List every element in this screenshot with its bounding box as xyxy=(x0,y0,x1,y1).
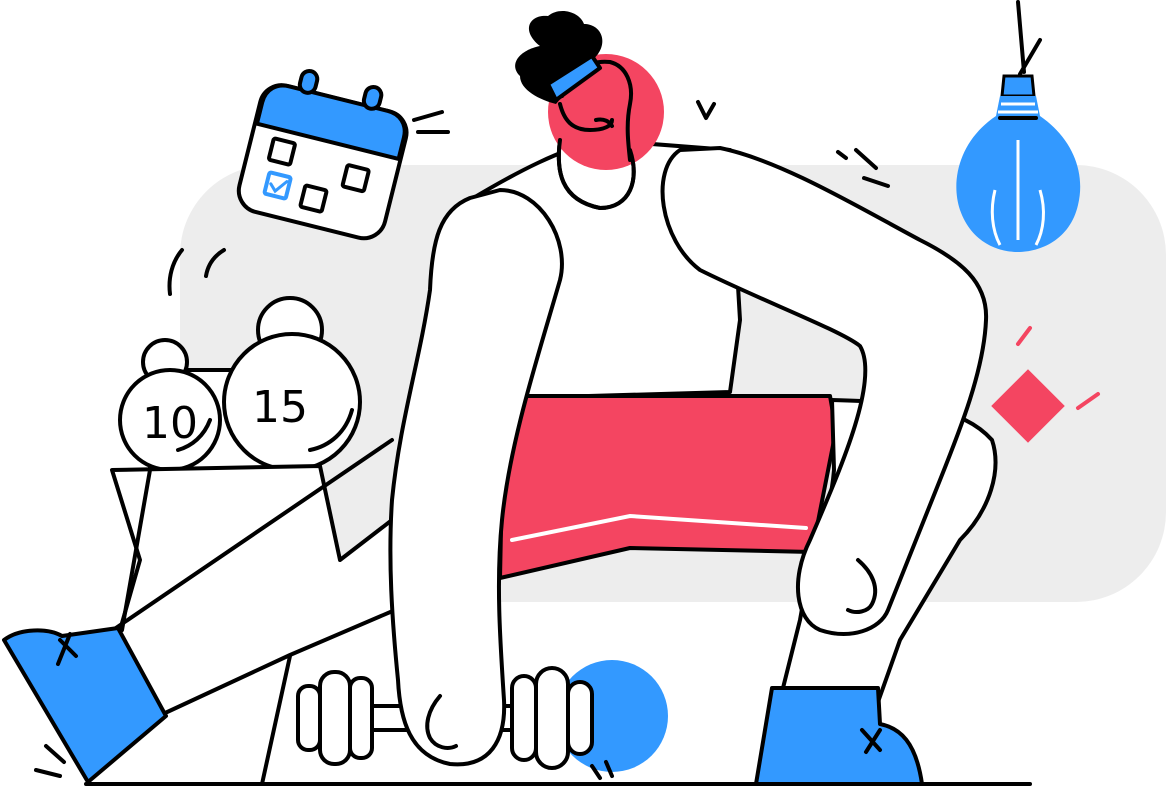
motion-lines xyxy=(696,100,716,120)
clock-large-label: 15 xyxy=(252,382,308,433)
punching-bag-icon xyxy=(956,0,1081,252)
motion-lines xyxy=(167,248,226,296)
clock-small-label: 10 xyxy=(142,398,198,449)
motion-lines xyxy=(412,110,450,134)
headband xyxy=(546,54,602,102)
calendar-icon xyxy=(236,68,409,241)
shorts xyxy=(498,394,838,580)
back-shoe xyxy=(2,626,168,784)
alarm-clock-icon: 10 15 xyxy=(118,296,362,476)
left-arm xyxy=(388,188,564,767)
motion-lines xyxy=(836,148,890,188)
right-arm xyxy=(660,146,989,636)
sparkle-icon xyxy=(991,326,1100,443)
dumbbell-icon xyxy=(296,660,668,780)
front-shoe xyxy=(754,686,924,786)
